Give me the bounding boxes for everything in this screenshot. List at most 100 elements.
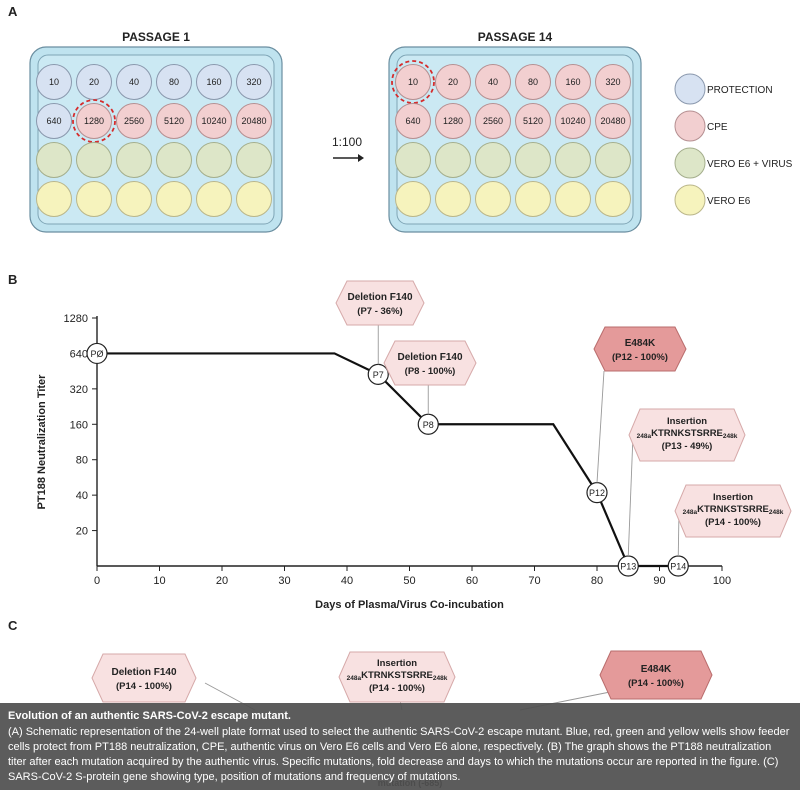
plate-passage-14-well-label: 80 bbox=[528, 77, 538, 87]
plate-passage-1-well bbox=[196, 64, 232, 100]
plate-passage-14-well bbox=[475, 181, 511, 217]
x-tick-label: 60 bbox=[466, 575, 478, 587]
annotation-P8-box bbox=[383, 340, 477, 386]
plate-passage-1-well-label: 20480 bbox=[241, 116, 266, 126]
x-tick-label: 10 bbox=[153, 575, 165, 587]
x-axis-title: Days of Plasma/Virus Co-incubation bbox=[315, 599, 504, 611]
y-tick-label: 40 bbox=[76, 490, 88, 502]
annotation-P12-box bbox=[593, 326, 687, 372]
plate-passage-1-well-label: 1280 bbox=[84, 116, 104, 126]
plate-passage-1-well bbox=[36, 64, 72, 100]
plate-passage-1-well bbox=[76, 103, 112, 139]
plate-passage-1-well-label: 320 bbox=[246, 77, 261, 87]
plate-passage-1-well bbox=[236, 64, 272, 100]
x-tick-label: 0 bbox=[94, 575, 100, 587]
annotation-P14-insertion-sequence: 248aKTRNKSTSRRE248k bbox=[683, 504, 784, 516]
plate-passage-14-well bbox=[475, 103, 511, 139]
plate-passage-14-well bbox=[435, 103, 471, 139]
x-tick-label: 70 bbox=[528, 575, 540, 587]
plate-passage-1-well bbox=[36, 103, 72, 139]
plate-passage-1-well-label: 40 bbox=[129, 77, 139, 87]
figure-caption: Evolution of an authentic SARS-CoV-2 esc… bbox=[0, 703, 800, 790]
annotation-P14-title: Insertion bbox=[713, 492, 753, 503]
plate-passage-14-well-label: 40 bbox=[488, 77, 498, 87]
plate-passage-14-well-label: 10240 bbox=[560, 116, 585, 126]
plate-passage-14-well bbox=[595, 103, 631, 139]
plate-passage-1-well bbox=[116, 103, 152, 139]
point-label-PØ: PØ bbox=[90, 349, 103, 359]
panel-c-mutation-3-title: E484K bbox=[641, 664, 672, 675]
plate-passage-14-well bbox=[475, 142, 511, 178]
panel-c-mutation-2-box bbox=[338, 651, 456, 703]
panel-c-mutation-1-box bbox=[91, 653, 197, 703]
legend-swatch-protection bbox=[674, 73, 706, 105]
plate-passage-1-well bbox=[116, 142, 152, 178]
annotation-P8-detail: (P8 - 100%) bbox=[405, 366, 456, 377]
annotation-P8-title: Deletion F140 bbox=[397, 352, 462, 363]
plate-passage-1-well bbox=[116, 64, 152, 100]
legend-swatch-virus bbox=[674, 147, 706, 179]
plate-passage-14-well bbox=[595, 64, 631, 100]
plate-passage-1-well bbox=[196, 103, 232, 139]
plate-passage-14-well bbox=[435, 181, 471, 217]
plate-passage-1-well bbox=[236, 181, 272, 217]
annotation-P12-title: E484K bbox=[625, 338, 656, 349]
plate-passage-14-well bbox=[515, 64, 551, 100]
plate-passage-14-well bbox=[435, 142, 471, 178]
panel-c-mutation-2-insertion-sequence: 248aKTRNKSTSRRE248k bbox=[347, 670, 448, 682]
x-tick-label: 90 bbox=[653, 575, 665, 587]
panel-c-mutation-2-title: Insertion bbox=[377, 658, 417, 669]
y-tick-label: 20 bbox=[76, 526, 88, 538]
panel-c-mutation-2-detail: (P14 - 100%) bbox=[369, 683, 425, 694]
annotation-P13-title: Insertion bbox=[667, 416, 707, 427]
point-label-P12: P12 bbox=[589, 488, 605, 498]
plate-passage-14-well bbox=[515, 181, 551, 217]
plate-passage-14-well bbox=[395, 103, 431, 139]
panel-c-mutation-1-detail: (P14 - 100%) bbox=[116, 681, 172, 692]
plate-passage-14-well bbox=[395, 181, 431, 217]
panel-label-b: B bbox=[8, 272, 18, 287]
plate-passage-14-well bbox=[515, 103, 551, 139]
annotation-P12-detail: (P12 - 100%) bbox=[612, 352, 668, 363]
plate-passage-14-well-label: 1280 bbox=[443, 116, 463, 126]
plate-passage-1-well bbox=[116, 181, 152, 217]
panel-label-a: A bbox=[8, 4, 18, 19]
plate-passage-14-title: PASSAGE 14 bbox=[478, 30, 553, 44]
plate-passage-1-well bbox=[76, 142, 112, 178]
plate-passage-14-well-label: 5120 bbox=[523, 116, 543, 126]
annotation-P14-box bbox=[674, 484, 792, 538]
panel-c-mutation-1-title: Deletion F140 bbox=[111, 667, 176, 678]
annotation-P7-box bbox=[335, 280, 425, 326]
y-tick-label: 80 bbox=[76, 455, 88, 467]
plate-passage-1-well bbox=[236, 103, 272, 139]
legend-label-protection: PROTECTION bbox=[707, 85, 773, 96]
legend-label-cpe: CPE bbox=[707, 122, 728, 133]
plate-passage-1-well bbox=[76, 181, 112, 217]
legend-label-vero: VERO E6 bbox=[707, 196, 751, 207]
plate-passage-1-selected-well-marker bbox=[72, 99, 116, 143]
x-tick-label: 100 bbox=[713, 575, 731, 587]
annotation-P13-box bbox=[628, 408, 746, 462]
panel-c-mutation-3-box bbox=[599, 650, 713, 700]
caption-title: Evolution of an authentic SARS-CoV-2 esc… bbox=[8, 710, 291, 722]
plate-passage-14-well bbox=[555, 181, 591, 217]
plate-passage-14-well-label: 10 bbox=[408, 77, 418, 87]
transfer-ratio-label: 1:100 bbox=[332, 135, 362, 149]
titer-series-line bbox=[97, 352, 679, 568]
annotation-P13-detail: (P13 - 49%) bbox=[662, 441, 713, 452]
x-tick-label: 20 bbox=[216, 575, 228, 587]
plate-passage-1-well bbox=[156, 103, 192, 139]
plate-passage-14-well-label: 320 bbox=[605, 77, 620, 87]
plate-passage-1-well-label: 10240 bbox=[201, 116, 226, 126]
plate-passage-14-well-label: 640 bbox=[405, 116, 420, 126]
plate-passage-14-well bbox=[555, 64, 591, 100]
plate-passage-14-well bbox=[555, 142, 591, 178]
x-tick-label: 40 bbox=[341, 575, 353, 587]
point-label-P13: P13 bbox=[620, 562, 636, 572]
plate-passage-1-well bbox=[156, 64, 192, 100]
x-tick-label: 50 bbox=[403, 575, 415, 587]
point-label-P14: P14 bbox=[670, 562, 686, 572]
plate-passage-14-well bbox=[435, 64, 471, 100]
plate-passage-1-well-label: 640 bbox=[46, 116, 61, 126]
